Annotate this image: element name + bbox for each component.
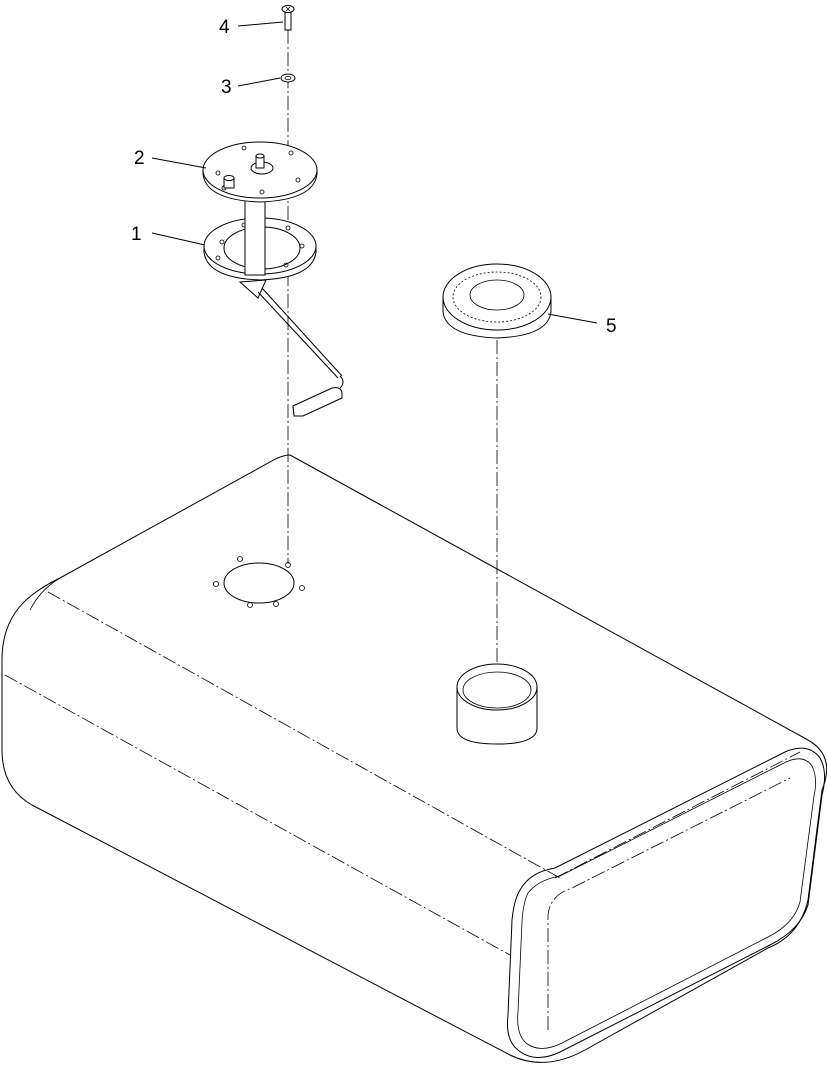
leader-line-2 — [151, 157, 207, 169]
washer — [280, 73, 296, 83]
leader-line-3 — [237, 77, 281, 87]
leader-line-5 — [547, 313, 598, 324]
callout-1: 1 — [131, 224, 142, 245]
filler-neck — [456, 663, 538, 745]
leader-line-4 — [237, 21, 284, 27]
leader-line-1 — [151, 232, 206, 246]
callout-2: 2 — [134, 148, 145, 169]
fuel-sender-plate — [202, 141, 318, 203]
fuel-tank — [1, 454, 827, 1063]
callout-5: 5 — [606, 316, 617, 337]
sender-tube-and-float — [238, 184, 344, 417]
fuel-cap — [442, 263, 552, 339]
callout-4: 4 — [219, 17, 230, 38]
sender-mount-hole — [213, 556, 305, 608]
callout-3: 3 — [221, 77, 232, 98]
screw — [281, 5, 295, 31]
